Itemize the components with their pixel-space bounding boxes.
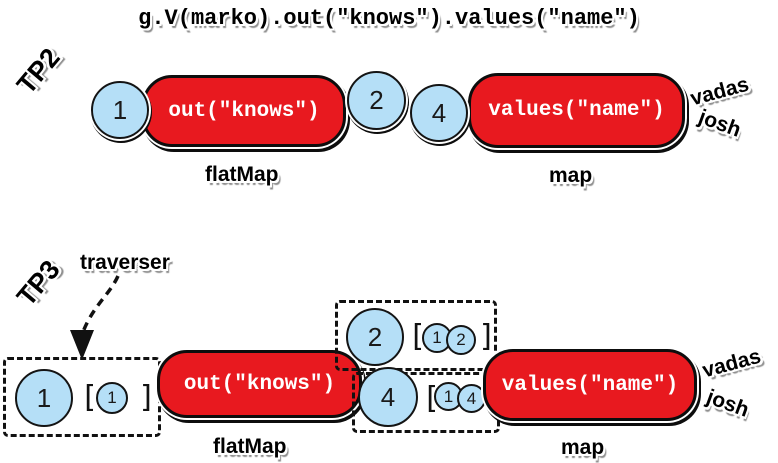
- tp3-values-name-step: values("name"): [483, 349, 697, 421]
- tp3-mid-traverser-4-value: 4: [358, 367, 418, 427]
- query-title: g.V(marko).out("knows").values("name"): [138, 6, 640, 31]
- tp2-out-knows-step: out("knows"): [142, 75, 346, 147]
- tp3-mid-2-bracket-open: [: [408, 319, 427, 354]
- tp2-section-label: TP2: [10, 42, 66, 100]
- tp3-out-knows-step: out("knows"): [157, 350, 362, 418]
- tp2-output-josh: josh: [695, 105, 744, 142]
- tp3-mid-traverser-box-2: [335, 300, 497, 371]
- tp3-out-knows-label: out("knows"): [183, 372, 336, 396]
- tp3-flatmap-label: flatMap: [213, 435, 287, 458]
- tp3-input-bracket-open: [: [80, 380, 99, 415]
- tp3-mid-4-bulk-4: 4: [457, 384, 486, 413]
- tp3-values-name-label: values("name"): [501, 373, 679, 397]
- tp3-mid-2-bulk-2: 2: [446, 325, 476, 355]
- tp3-input-bulk-1: 1: [96, 382, 128, 414]
- tp2-values-name-label: values("name"): [488, 99, 665, 122]
- tp3-output-josh: josh: [703, 385, 752, 422]
- tp2-flatmap-label: flatMap: [205, 163, 279, 186]
- tp2-out-knows-label: out("knows"): [168, 99, 320, 123]
- tp2-mid-traverser-4: 4: [410, 84, 468, 142]
- tp2-mid-traverser-2: 2: [347, 71, 406, 130]
- tp3-output-vadas: vadas: [699, 344, 764, 383]
- tp3-input-traverser-value: 1: [15, 369, 73, 427]
- tp3-mid-2-bracket-close: ]: [478, 319, 497, 354]
- tp2-values-name-step: values("name"): [468, 73, 685, 148]
- tp2-map-label: map: [549, 164, 593, 187]
- tp3-input-bracket-close: ]: [138, 380, 157, 415]
- traverser-pointer-arrow: [70, 275, 120, 360]
- tp2-output-vadas: vadas: [687, 72, 752, 111]
- traverser-annotation: traverser: [80, 251, 170, 274]
- tp3-mid-traverser-2-value: 2: [346, 308, 404, 366]
- tp3-map-label: map: [561, 436, 605, 459]
- tp2-input-traverser: 1: [91, 81, 149, 139]
